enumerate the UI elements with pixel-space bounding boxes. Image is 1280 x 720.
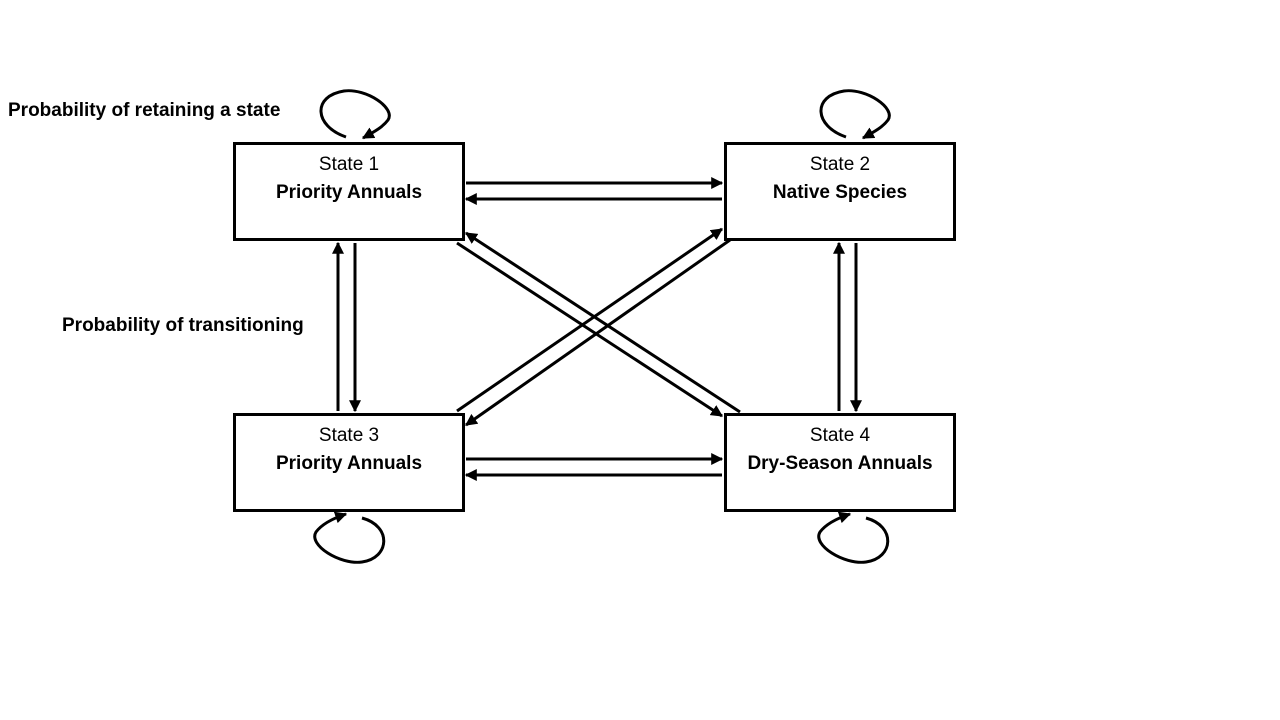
arrow-s4-to-s1 bbox=[464, 231, 741, 414]
arrow-s1-to-s4 bbox=[456, 241, 724, 418]
arrow-s2-to-s3 bbox=[465, 238, 731, 427]
state-3-box: State 3 Priority Annuals bbox=[233, 413, 465, 512]
state-name: Dry-Season Annuals bbox=[747, 453, 933, 474]
state-number: State 3 bbox=[318, 425, 380, 446]
self-loop-s2 bbox=[819, 89, 891, 140]
state-2-box: State 2 Native Species bbox=[724, 142, 956, 241]
state-number: State 4 bbox=[809, 425, 871, 446]
arrow-s3-to-s2 bbox=[456, 227, 723, 413]
state-name: Priority Annuals bbox=[275, 182, 423, 203]
self-loop-s4 bbox=[817, 511, 890, 564]
state-name: Priority Annuals bbox=[275, 453, 423, 474]
retain-probability-label: Probability of retaining a state bbox=[8, 100, 281, 121]
transition-probability-label: Probability of transitioning bbox=[62, 315, 304, 336]
state-number: State 1 bbox=[318, 154, 380, 175]
state-name: Native Species bbox=[772, 182, 908, 203]
self-loop-s3 bbox=[313, 511, 386, 564]
state-number: State 2 bbox=[809, 154, 871, 175]
self-loop-s1 bbox=[319, 89, 391, 140]
state-1-box: State 1 Priority Annuals bbox=[233, 142, 465, 241]
state-4-box: State 4 Dry-Season Annuals bbox=[724, 413, 956, 512]
